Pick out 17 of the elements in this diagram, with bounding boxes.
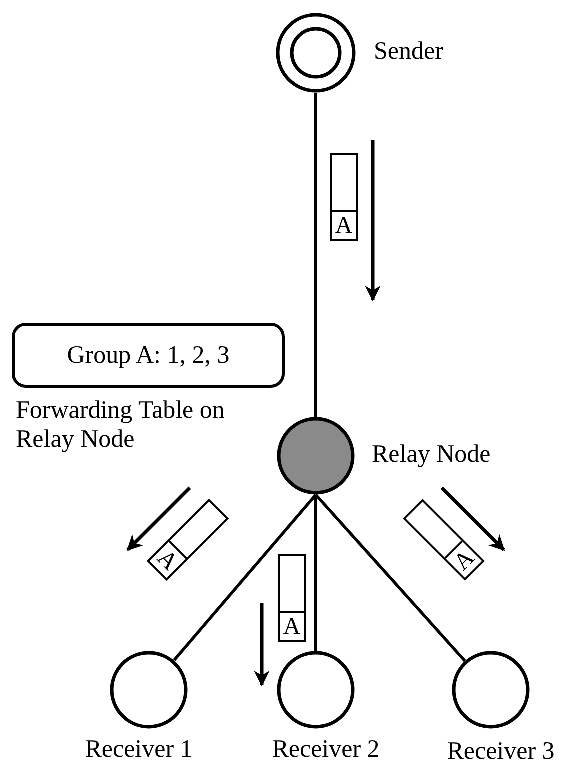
connector-line	[173, 494, 318, 662]
connector-line	[314, 93, 318, 417]
packet-header-label: A	[280, 611, 304, 640]
node-label: Receiver 2	[272, 736, 380, 765]
packet-box	[278, 554, 306, 642]
packet-header-label: A	[150, 540, 188, 578]
node-label: Relay Node	[372, 441, 491, 470]
packet-header-label: A	[332, 210, 356, 239]
table-caption: Forwarding Table on Relay Node	[16, 397, 226, 454]
packet-header-label: A	[444, 540, 482, 578]
connector-line	[314, 494, 466, 662]
connector-line	[314, 495, 318, 651]
table-entry: Group A: 1, 2, 3	[66, 340, 231, 370]
node-label: Sender	[374, 38, 444, 67]
node-label: Receiver 1	[85, 736, 193, 765]
node-label: Receiver 3	[447, 738, 555, 767]
packet-box	[330, 153, 358, 241]
